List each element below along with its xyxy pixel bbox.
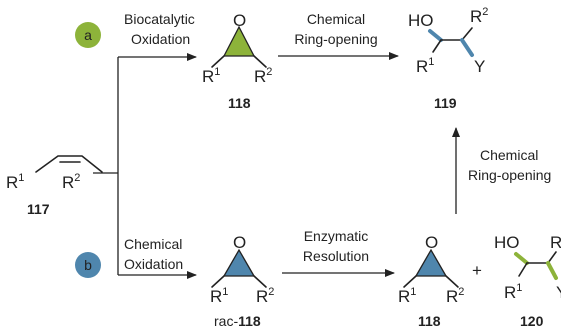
svg-text:R2: R2	[62, 172, 80, 192]
svg-text:R1: R1	[202, 66, 220, 86]
branch-connector	[93, 53, 197, 279]
svg-text:a: a	[84, 27, 92, 43]
svg-text:O: O	[233, 11, 246, 30]
product-120: HO R R1 Y 120	[494, 233, 561, 329]
route-a-badge: a	[75, 22, 101, 48]
oxidation-label-b: Oxidation	[124, 256, 183, 272]
epoxide-118-bottom: O R1 R2 118	[398, 233, 464, 329]
svg-text:HO: HO	[408, 11, 434, 30]
svg-text:R2: R2	[256, 286, 274, 306]
ring-opening-right-line2: Ring-opening	[468, 167, 551, 183]
product-119: HO R2 R1 Y 119	[408, 6, 488, 111]
compound-number-117: 117	[27, 201, 50, 217]
svg-text:O: O	[425, 233, 438, 252]
svg-text:R1: R1	[210, 286, 228, 306]
compound-number-118-top: 118	[228, 95, 251, 111]
compound-number-118-bottom: 118	[418, 313, 441, 329]
svg-text:R2: R2	[254, 66, 272, 86]
ring-opening-top-line1: Chemical	[307, 11, 365, 27]
svg-text:HO: HO	[494, 233, 520, 252]
epoxide-rac-118: O R1 R2 rac-118	[210, 233, 274, 329]
ring-opening-top-line2: Ring-opening	[294, 31, 377, 47]
plus-sign: +	[472, 261, 482, 280]
svg-text:R1: R1	[6, 172, 24, 192]
oxidation-label-a: Oxidation	[131, 31, 190, 47]
svg-text:R: R	[550, 233, 561, 252]
svg-text:R1: R1	[416, 56, 434, 76]
resolution-line1: Enzymatic	[304, 228, 369, 244]
compound-number-120: 120	[520, 313, 544, 329]
biocatalytic-label: Biocatalytic	[124, 11, 195, 27]
epoxide-118-top: O R1 R2 118	[202, 11, 272, 111]
svg-text:b: b	[84, 257, 92, 273]
compound-number-119: 119	[434, 95, 457, 111]
resolution-line2: Resolution	[303, 248, 369, 264]
svg-text:R1: R1	[504, 282, 522, 302]
svg-text:R2: R2	[470, 6, 488, 26]
ring-opening-right-line1: Chemical	[480, 147, 538, 163]
chemical-label-b: Chemical	[124, 236, 182, 252]
svg-text:Y: Y	[556, 283, 561, 302]
svg-text:R1: R1	[398, 286, 416, 306]
alkene-117: R1 R2 117	[6, 155, 103, 217]
svg-text:Y: Y	[474, 57, 485, 76]
svg-text:O: O	[233, 233, 246, 252]
compound-number-rac-118: rac-118	[214, 313, 261, 329]
svg-text:R2: R2	[446, 286, 464, 306]
route-b-badge: b	[75, 252, 101, 278]
